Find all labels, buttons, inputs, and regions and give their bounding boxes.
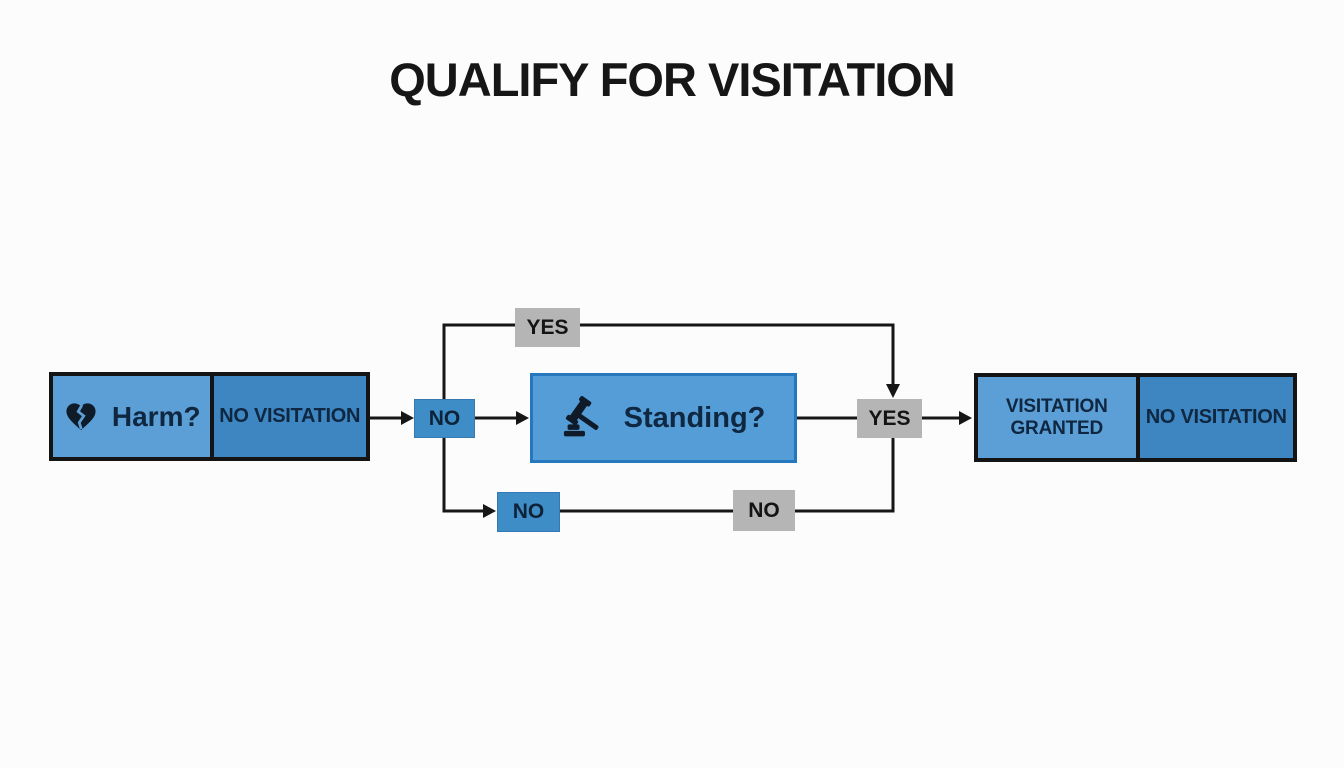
yes-right-connector-tag: YES [857, 399, 922, 438]
connector-bottom-no-route-left [442, 438, 483, 513]
harm-outcome-label: NO VISITATION [219, 405, 361, 427]
visitation-granted-box: VISITATION GRANTED [978, 377, 1136, 458]
arrowhead-into-bottom-no [483, 504, 496, 518]
standing-question-box: Standing? [530, 373, 797, 463]
standing-question-label: Standing? [623, 401, 766, 434]
harm-no-visitation-box: NO VISITATION [209, 376, 366, 457]
arrowhead-into-result [959, 411, 972, 425]
result-no-visitation-box: NO VISITATION [1135, 377, 1293, 458]
gavel-icon [562, 396, 608, 440]
arrowhead-into-standing [516, 411, 529, 425]
yes-top-connector-tag: YES [515, 308, 580, 347]
arrowhead-down-into-yes [886, 384, 900, 398]
no-connector-tag: NO [414, 399, 475, 438]
harm-decision-group: Harm? NO VISITATION [49, 372, 370, 461]
visitation-granted-label: VISITATION GRANTED [1005, 395, 1108, 439]
broken-heart-icon [62, 399, 100, 434]
arrowhead-into-no [401, 411, 414, 425]
no-bottom-left-connector-tag: NO [497, 492, 560, 532]
page-title: QUALIFY FOR VISITATION [389, 53, 956, 106]
result-no-visitation-label: NO VISITATION [1145, 406, 1287, 428]
harm-question-box: Harm? [53, 376, 210, 457]
harm-question-label: Harm? [111, 400, 201, 432]
result-group: VISITATION GRANTED NO VISITATION [974, 373, 1297, 462]
no-bottom-right-connector-tag: NO [733, 490, 795, 531]
